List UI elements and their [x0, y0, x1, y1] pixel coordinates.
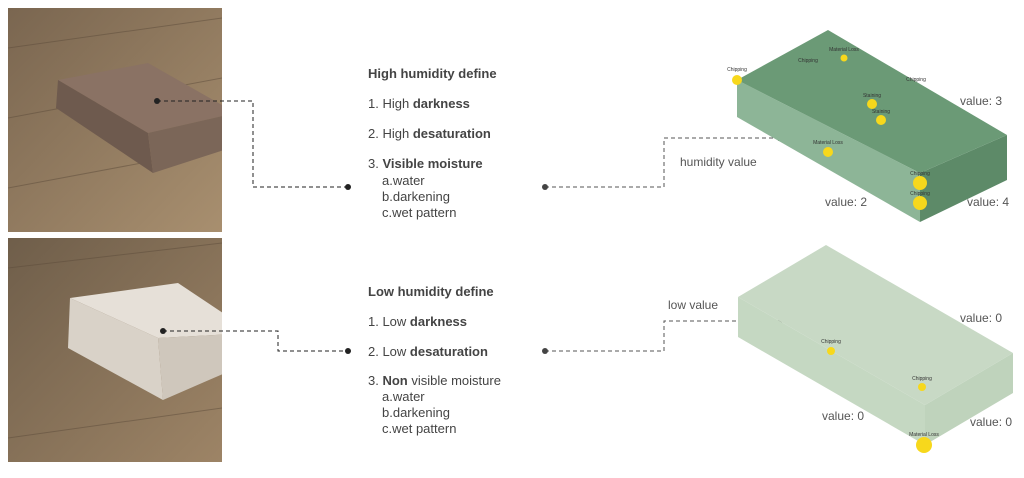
defect-label: Chipping — [912, 376, 932, 382]
defect-label: Material Loss — [813, 140, 843, 146]
high-subitem: a.water — [382, 173, 425, 188]
high-item-1: 1. High darkness — [368, 96, 470, 111]
defect-label: Staining — [863, 93, 881, 99]
high-title: High humidity define — [368, 66, 497, 81]
high-subitem: b.darkening — [382, 189, 450, 204]
value-label: value: 4 — [967, 195, 1010, 209]
defect-label: Chipping — [910, 191, 930, 197]
low-item-3: 3. Non visible moisture — [368, 373, 501, 388]
value-label: value: 0 — [822, 409, 865, 423]
value-label: value: 2 — [825, 195, 868, 209]
high-humidity-box: Chipping Material Loss Chipping Chipping… — [727, 30, 1007, 222]
low-subitem: b.darkening — [382, 405, 450, 420]
defect-label: Chipping — [821, 339, 841, 345]
defect-label: Material Loss — [909, 432, 939, 438]
humidity-value-label: humidity value — [680, 155, 757, 169]
high-humidity-brick-photo — [8, 8, 222, 232]
low-item-2: 2. Low desaturation — [368, 344, 488, 359]
low-item-1: 1. Low darkness — [368, 314, 468, 329]
value-label: value: 0 — [970, 415, 1013, 429]
high-item-2: 2. High desaturation — [368, 126, 491, 141]
defect-label: Material Loss — [829, 47, 859, 53]
low-humidity-brick-photo — [8, 238, 222, 462]
defect-label: Staining — [872, 109, 890, 115]
low-subitem: a.water — [382, 389, 425, 404]
low-value-label: low value — [668, 298, 719, 312]
defect-label: Chipping — [910, 171, 930, 177]
value-label: value: 0 — [960, 311, 1003, 325]
defect-label: Chipping — [727, 67, 747, 73]
defect-label: Chipping — [906, 77, 926, 83]
high-subitem: c.wet pattern — [382, 205, 457, 220]
low-subitem: c.wet pattern — [382, 421, 457, 436]
high-item-3: 3. Visible moisture — [368, 156, 483, 171]
defect-label: Chipping — [798, 58, 818, 64]
low-title: Low humidity define — [368, 284, 494, 299]
value-label: value: 3 — [960, 94, 1003, 108]
